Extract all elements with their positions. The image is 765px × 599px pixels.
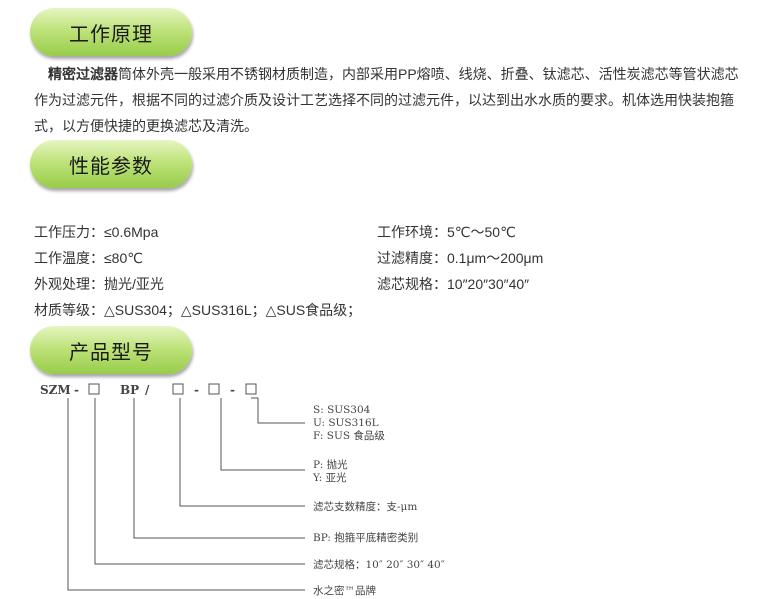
connector-precision [179, 398, 305, 507]
code-prefix: SZM [40, 383, 71, 397]
principle-body: 筒体外壳一般采用不锈钢材质制造，内部采用PP熔喷、线烧、折叠、钛滤芯、活性炭滤芯… [34, 66, 739, 134]
section-title-model: 产品型号 [30, 326, 192, 374]
spec-filter-precision: 过滤精度：0.1μm～200μm [377, 248, 543, 268]
legend-material-f: F: SUS 食品级 [313, 429, 385, 442]
connector-brand [67, 398, 305, 591]
code-dash: - [74, 383, 79, 397]
code-dash: - [194, 383, 199, 397]
spec-working-environment: 工作环境：5℃～50℃ [377, 222, 516, 242]
legend-finish-y: Y: 亚光 [312, 471, 347, 484]
spec-label: 过滤精度： [377, 250, 447, 266]
connector-finish [220, 398, 305, 471]
spec-label: 外观处理： [34, 276, 104, 292]
legend-size: 滤芯规格：10″ 20″ 30″ 40″ [313, 558, 445, 571]
spec-value: 5℃～50℃ [447, 224, 516, 240]
spec-label: 工作压力： [34, 224, 104, 240]
legend-precision: 滤芯支数精度：支-μm [313, 500, 417, 513]
spec-working-pressure: 工作压力：≤0.6Mpa [34, 222, 158, 242]
spec-value: 抛光/亚光 [104, 276, 164, 292]
spec-label: 材质等级： [34, 302, 104, 318]
spec-cartridge-size: 滤芯规格：10″20″30″40″ [377, 274, 529, 294]
legend-brand: 水之密™品牌 [313, 584, 376, 597]
code-dash: - [230, 383, 235, 397]
spec-working-temperature: 工作温度：≤80℃ [34, 248, 143, 268]
connector-bp [133, 398, 305, 539]
connector-size [94, 398, 305, 565]
spec-value: 10″20″30″40″ [447, 276, 530, 292]
legend-finish-p: P: 抛光 [313, 458, 348, 471]
legend-bp: BP: 抱箍平底精密类别 [313, 531, 418, 544]
section-title-performance-text: 性能参数 [69, 153, 153, 178]
spec-value: 0.1μm～200μm [447, 250, 544, 266]
spec-material-grade: 材质等级：△SUS304；△SUS316L；△SUS食品级； [34, 300, 361, 320]
section-title-performance: 性能参数 [30, 140, 192, 188]
code-bp: BP [120, 383, 139, 397]
section-title-principle: 工作原理 [30, 8, 192, 56]
spec-value: ≤80℃ [104, 250, 143, 266]
principle-paragraph: 精密过滤器筒体外壳一般采用不锈钢材质制造，内部采用PP熔喷、线烧、折叠、钛滤芯、… [34, 61, 740, 139]
spec-value: ≤0.6Mpa [104, 224, 159, 240]
legend-material-s: S: SUS304 [313, 404, 371, 416]
spec-value: △SUS304；△SUS316L；△SUS食品级； [104, 302, 362, 318]
principle-lead: 精密过滤器 [48, 66, 118, 82]
code-box-finish [208, 383, 220, 395]
spec-surface-finish: 外观处理：抛光/亚光 [34, 274, 164, 294]
code-slash: / [145, 383, 150, 397]
spec-label: 滤芯规格： [377, 276, 447, 292]
section-title-principle-text: 工作原理 [69, 21, 153, 46]
code-box-material [245, 383, 257, 395]
spec-label: 工作环境： [377, 224, 447, 240]
code-box-precision [172, 383, 184, 395]
section-title-model-text: 产品型号 [69, 339, 153, 364]
spec-label: 工作温度： [34, 250, 104, 266]
connector-material [251, 397, 305, 424]
code-box-size [88, 383, 100, 395]
legend-material-u: U: SUS316L [313, 417, 379, 429]
